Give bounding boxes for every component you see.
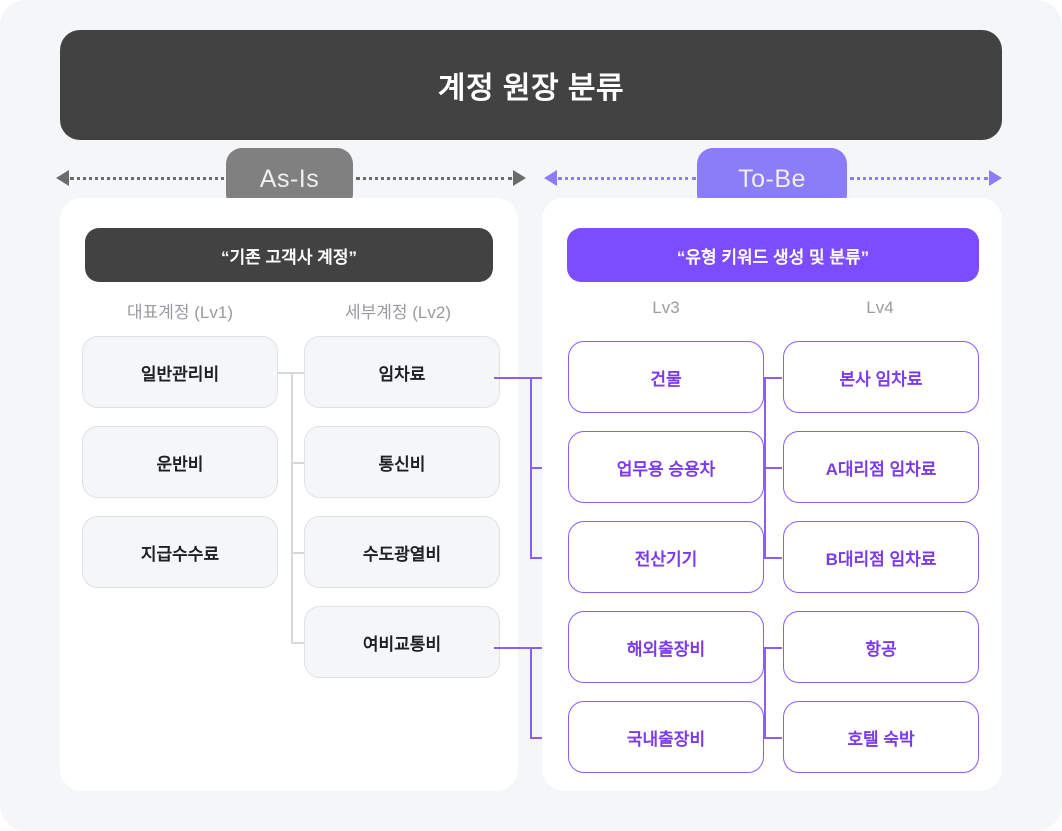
arrow-left-icon — [544, 170, 557, 186]
arrow-left-icon — [56, 170, 69, 186]
node-label: 지급수수료 — [140, 544, 220, 564]
as-is-panel: “기존 고객사 계정” 대표계정 (Lv1) 세부계정 (Lv2) 일반관리비 … — [60, 198, 518, 791]
node-lv2-4[interactable]: 여비교통비 — [304, 606, 500, 678]
as-is-panel-header-label: “기존 고객사 계정” — [221, 247, 357, 267]
node-label: 수도광열비 — [362, 544, 442, 564]
node-lv2-3[interactable]: 수도광열비 — [304, 516, 500, 588]
column-header-lv4: Lv4 — [866, 298, 894, 317]
node-lv4-1[interactable]: 본사 임차료 — [783, 341, 979, 413]
node-lv4-2[interactable]: A대리점 임차료 — [783, 431, 979, 503]
node-lv4-4[interactable]: 항공 — [783, 611, 979, 683]
arrow-right-icon — [989, 170, 1002, 186]
to-be-panel-header-label: “유형 키워드 생성 및 분류” — [676, 247, 870, 267]
node-label: 건물 — [650, 369, 682, 389]
connector-lv3-group2-in — [764, 647, 782, 649]
connector-stub-lv2-1 — [291, 372, 305, 374]
node-label: 여비교통비 — [362, 634, 442, 654]
node-lv1-1[interactable]: 일반관리비 — [82, 336, 278, 408]
node-lv3-5[interactable]: 국내출장비 — [568, 701, 764, 773]
connector-stub-lv2-4 — [291, 642, 305, 644]
connector-lv3-group2-spine — [764, 647, 766, 737]
node-label: 운반비 — [156, 454, 204, 474]
node-lv3-4[interactable]: 해외출장비 — [568, 611, 764, 683]
node-lv3-1[interactable]: 건물 — [568, 341, 764, 413]
node-label: 업무용 승용차 — [616, 459, 716, 479]
connector-lv4-stub-3 — [764, 557, 782, 559]
to-be-panel-header: “유형 키워드 생성 및 분류” — [567, 228, 979, 282]
dotted-line-right — [356, 177, 512, 180]
dotted-line-left — [558, 177, 696, 180]
to-be-panel: “유형 키워드 생성 및 분류” Lv3 Lv4 건물 업무용 승용차 전산기기… — [542, 198, 1002, 791]
node-lv3-2[interactable]: 업무용 승용차 — [568, 431, 764, 503]
node-label: 항공 — [865, 639, 897, 659]
node-label: A대리점 임차료 — [825, 459, 937, 479]
node-lv1-3[interactable]: 지급수수료 — [82, 516, 278, 588]
node-lv4-5[interactable]: 호텔 숙박 — [783, 701, 979, 773]
node-lv4-3[interactable]: B대리점 임차료 — [783, 521, 979, 593]
node-label: 통신비 — [378, 454, 426, 474]
node-label: 해외출장비 — [626, 639, 706, 659]
node-label: 본사 임차료 — [839, 369, 923, 389]
node-label: 전산기기 — [634, 549, 698, 569]
node-label: B대리점 임차료 — [825, 549, 937, 569]
node-lv2-2[interactable]: 통신비 — [304, 426, 500, 498]
column-header-lv3: Lv3 — [652, 298, 680, 317]
arrow-right-icon — [513, 170, 526, 186]
node-label: 일반관리비 — [140, 364, 220, 384]
node-label: 호텔 숙박 — [847, 729, 915, 749]
connector-spine-lv2 — [291, 372, 293, 642]
connector-stub-lv2-2 — [291, 462, 305, 464]
connector-stub-lv2-3 — [291, 552, 305, 554]
connector-lv4-stub-2 — [764, 467, 782, 469]
as-is-panel-header: “기존 고객사 계정” — [85, 228, 493, 282]
column-header-lv2: 세부계정 (Lv2) — [344, 303, 451, 322]
as-is-arrow-strip — [56, 152, 526, 206]
node-lv3-3[interactable]: 전산기기 — [568, 521, 764, 593]
node-lv2-1[interactable]: 임차료 — [304, 336, 500, 408]
node-label: 국내출장비 — [626, 729, 706, 749]
column-header-lv1: 대표계정 (Lv1) — [126, 303, 233, 322]
dotted-line-right — [850, 177, 988, 180]
page-title-bar: 계정 원장 분류 — [60, 30, 1002, 140]
connector-lv3-group1-in — [764, 377, 782, 379]
connector-lv4-stub-5 — [764, 737, 782, 739]
bridge-travel-spine — [530, 647, 532, 737]
dotted-line-left — [70, 177, 268, 180]
phase-badge-to-be-label: To-Be — [738, 164, 806, 193]
node-label: 임차료 — [378, 364, 426, 384]
page-title: 계정 원장 분류 — [437, 72, 625, 105]
to-be-arrow-strip — [544, 152, 1002, 206]
phase-badge-as-is-label: As-Is — [259, 164, 320, 193]
node-lv1-2[interactable]: 운반비 — [82, 426, 278, 498]
